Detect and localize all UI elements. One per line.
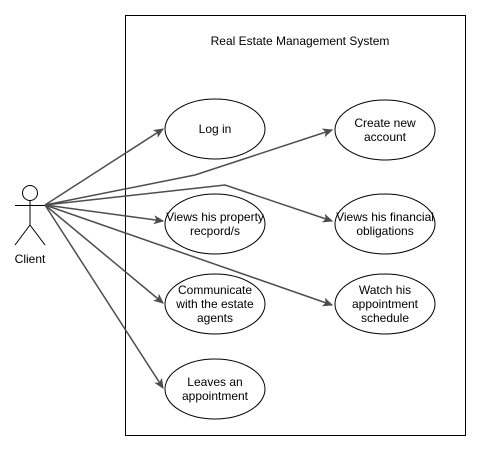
use-case-label: account: [364, 130, 407, 144]
use-case-ellipse: [164, 273, 266, 335]
use-case-label: Create new: [354, 116, 416, 130]
use-case-ellipse: [334, 99, 436, 161]
association-line-leaves-appointment[interactable]: [44, 204, 164, 389]
actor-head: [22, 185, 38, 201]
arrow-head-icon: [321, 297, 334, 307]
use-case-label: Views his property: [166, 210, 264, 224]
use-case-label: agents: [197, 311, 233, 325]
arrow-head-icon: [153, 293, 164, 304]
use-case-label: recpord/s: [190, 224, 240, 238]
association-line-views-property-records[interactable]: [44, 204, 164, 222]
association-line-views-financial-obligations[interactable]: [44, 184, 333, 222]
use-case-ellipse: [164, 358, 266, 420]
use-case-label: obligations: [356, 224, 413, 238]
arrow-head-icon: [153, 215, 165, 225]
use-case-label: schedule: [361, 311, 409, 325]
use-case-label: Leaves an: [187, 375, 242, 389]
arrow-head-icon: [321, 128, 334, 138]
use-case-label: with the estate: [175, 297, 254, 311]
use-case-label: Views his financial: [336, 210, 434, 224]
actor-right-leg: [29, 224, 46, 246]
use-case-label: appointment: [352, 297, 419, 311]
use-case-label: Communicate: [178, 283, 252, 297]
actor-label: Client: [15, 252, 46, 266]
use-case-ellipse: [164, 193, 266, 255]
system-title: Real Estate Management System: [211, 34, 390, 48]
use-case-ellipse: [164, 98, 266, 160]
use-case-label: appointment: [182, 389, 249, 403]
use-case-log-in[interactable]: Log in: [164, 98, 266, 160]
arrow-head-icon: [152, 128, 165, 138]
arrow-head-icon: [154, 377, 164, 390]
association-line-communicate-estate-agents[interactable]: [44, 204, 164, 304]
association-lines: [44, 128, 334, 390]
actor-left-leg: [14, 224, 31, 246]
use-case-label: Watch his: [359, 283, 411, 297]
association-line-create-account[interactable]: [44, 129, 333, 206]
use-case-label: Log in: [199, 122, 232, 136]
use-case-ellipse: [334, 193, 436, 255]
association-line-log-in[interactable]: [44, 128, 164, 206]
actor-client[interactable]: Client: [14, 185, 46, 267]
arrow-head-icon: [321, 213, 334, 223]
use-case-ellipse: [334, 273, 436, 335]
association-line-watch-appointment-schedule[interactable]: [44, 204, 333, 306]
